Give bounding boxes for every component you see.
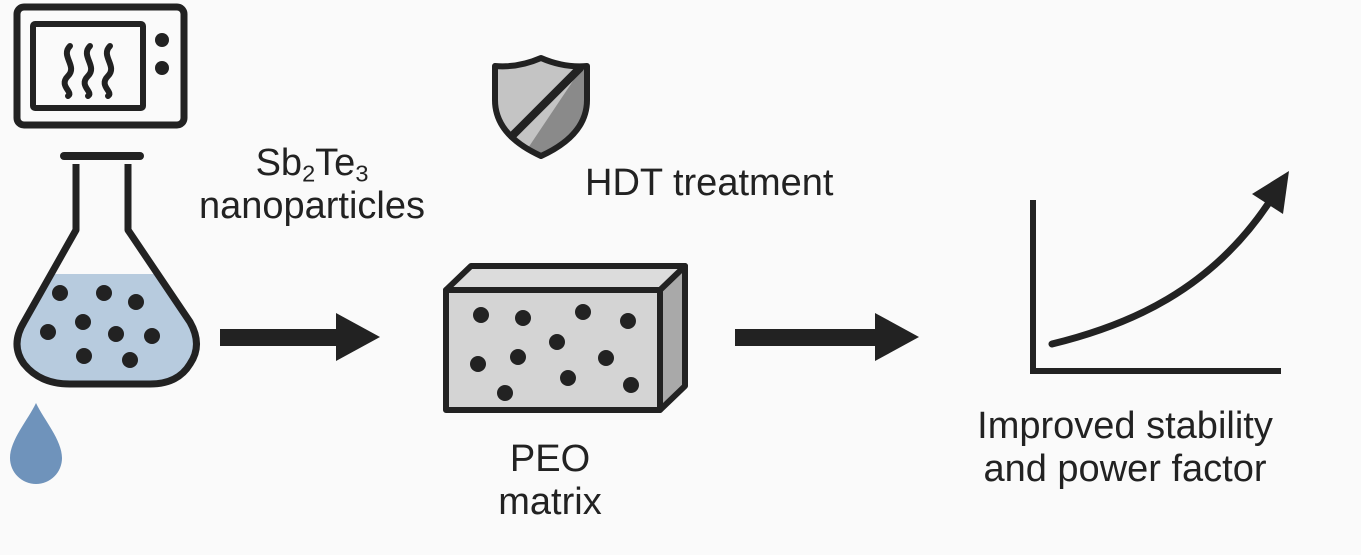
- arrow-right-icon: [735, 313, 919, 361]
- block-particles: [470, 304, 639, 401]
- arrow-right-icon: [220, 313, 380, 361]
- nanoparticles-text: nanoparticles: [198, 184, 426, 227]
- peo-matrix-line1: PEO: [509, 438, 591, 480]
- rising-curve-chart-icon: [1030, 171, 1289, 374]
- result-line1: Improved stability: [977, 405, 1273, 447]
- nanoparticles-formula: Sb2Te3: [255, 142, 369, 187]
- hdt-treatment-label: HDT treatment: [585, 162, 834, 204]
- composite-block-icon: [443, 263, 688, 413]
- peo-matrix-label: PEO matrix: [450, 438, 650, 523]
- result-label: Improved stability and power factor: [930, 405, 1320, 490]
- peo-matrix-line2: matrix: [498, 480, 602, 523]
- shield-icon: [492, 55, 590, 159]
- flask-icon: [13, 152, 200, 388]
- chart-curve-arrowhead: [1252, 171, 1289, 214]
- result-line2: and power factor: [983, 447, 1267, 490]
- microwave-icon: [13, 3, 188, 129]
- chart-rising-curve: [1048, 200, 1272, 348]
- droplet-icon: [10, 403, 62, 484]
- nanoparticles-label: Sb2Te3 nanoparticles: [162, 142, 462, 227]
- flask-particles: [40, 285, 160, 368]
